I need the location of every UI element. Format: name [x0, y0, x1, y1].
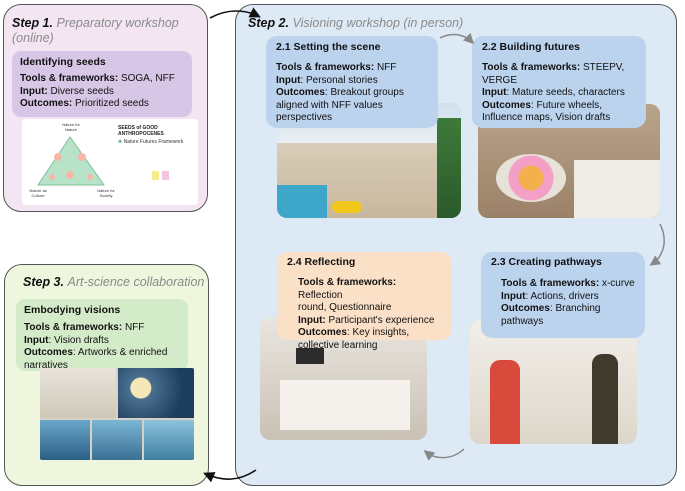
sub24-row-outcomes: Outcomes: Key insights, [298, 327, 410, 338]
triangle-label-right: Nature for Society [97, 188, 115, 198]
sub22-title: 2.2 Building futures [482, 41, 581, 53]
step3-row-outcomes: Outcomes: Artworks & enriched [24, 347, 168, 358]
sub21-row-tools: Tools & frameworks: NFF [276, 62, 397, 73]
step1-title: Step 1. Preparatory workshop (online) [12, 16, 202, 46]
seeds-logo: SEEDS of GOOD ANTHROPOCENES [118, 125, 164, 137]
step1-mode: (online) [12, 31, 54, 45]
artworks-photo [40, 368, 194, 460]
arrow-21-to-22 [439, 32, 475, 45]
sub21-row-outcomes: Outcomes: Breakout groups [276, 87, 404, 98]
step1-panel: Identifying seeds Tools & frameworks: SO… [12, 51, 192, 117]
sub21-row-input: Input: Personal stories [276, 74, 378, 86]
step1-number: Step 1. [12, 16, 53, 30]
step3-name: Art-science collaboration [67, 275, 205, 289]
sub21-row-outcomes-cont1: aligned with NFF values [276, 99, 383, 111]
step3-row-outcomes-cont: narratives [24, 359, 68, 371]
sub23-title: 2.3 Creating pathways [491, 256, 602, 268]
nff-logo-icon: ❀ [118, 139, 123, 145]
nff-logo-text: Nature Futures Framework [123, 139, 184, 145]
arrow-step1-to-step2 [209, 7, 261, 19]
step3-row-tools: Tools & frameworks: NFF [24, 322, 145, 333]
sub22-row-tools-cont: VERGE [482, 74, 518, 86]
step1-row-input: Input: Diverse seeds [20, 85, 114, 97]
sub24-row-tools-cont: round, Questionnaire [298, 302, 392, 313]
step3-number: Step 3. [23, 275, 64, 289]
sub23-row-tools: Tools & frameworks: x-curve [501, 278, 635, 289]
arrow-23-to-24 [423, 448, 465, 461]
sub24-row-input: Input: Participant's experience [298, 314, 435, 326]
step3-title: Step 3. Art-science collaboration [23, 275, 204, 290]
step3-row-input: Input: Vision drafts [24, 334, 109, 346]
step1-row-outcomes: Outcomes: Prioritized seeds [20, 98, 149, 109]
triangle-label-left: Nature as Culture [29, 188, 47, 198]
sub21-row-outcomes-cont2: perspectives [276, 112, 333, 123]
sub24-title: 2.4 Reflecting [287, 256, 356, 268]
sub22-row-tools: Tools & frameworks: STEEPV, [482, 62, 625, 73]
pathways-photo [470, 320, 637, 444]
step1-name: Preparatory workshop [56, 16, 179, 30]
sub22-panel: 2.2 Building futures Tools & frameworks:… [472, 36, 646, 128]
sub23-row-outcomes-cont: pathways [501, 315, 544, 327]
sub23-panel: 2.3 Creating pathways Tools & frameworks… [481, 252, 645, 338]
sub22-row-outcomes-cont: Influence maps, Vision drafts [482, 112, 611, 123]
step2-number: Step 2. [248, 16, 289, 30]
sub24-panel: 2.4 Reflecting Tools & frameworks: Refle… [277, 252, 452, 351]
step3-panel: Embodying visions Tools & frameworks: NF… [16, 299, 188, 371]
step2-name: Visioning workshop (in person) [292, 16, 464, 30]
sub22-row-input: Input: Mature seeds, characters [482, 87, 625, 98]
nff-triangle-image: Nature for Nature Nature as Culture Natu… [22, 119, 198, 205]
sub23-row-outcomes: Outcomes: Branching [501, 303, 601, 314]
triangle-label-top: Nature for Nature [62, 122, 80, 132]
sub22-row-outcomes: Outcomes: Future wheels, [482, 99, 603, 111]
step3-panel-title: Embodying visions [24, 304, 121, 316]
step1-panel-title: Identifying seeds [20, 56, 106, 68]
arrow-22-to-23 [649, 223, 665, 266]
sub21-panel: 2.1 Setting the scene Tools & frameworks… [266, 36, 438, 128]
sub24-row-outcomes-cont: collective learning [298, 339, 378, 351]
sub23-row-input: Input: Actions, drivers [501, 290, 599, 302]
step1-row-tools: Tools & frameworks: SOGA, NFF [20, 73, 175, 84]
step2-title: Step 2. Visioning workshop (in person) [248, 16, 463, 31]
sub21-title: 2.1 Setting the scene [276, 41, 381, 53]
nff-logo: ❀ Nature Futures Framework [118, 139, 196, 145]
arrow-step2-to-step3 [203, 469, 257, 483]
sub24-row-tools: Tools & frameworks: Reflection [298, 277, 397, 301]
